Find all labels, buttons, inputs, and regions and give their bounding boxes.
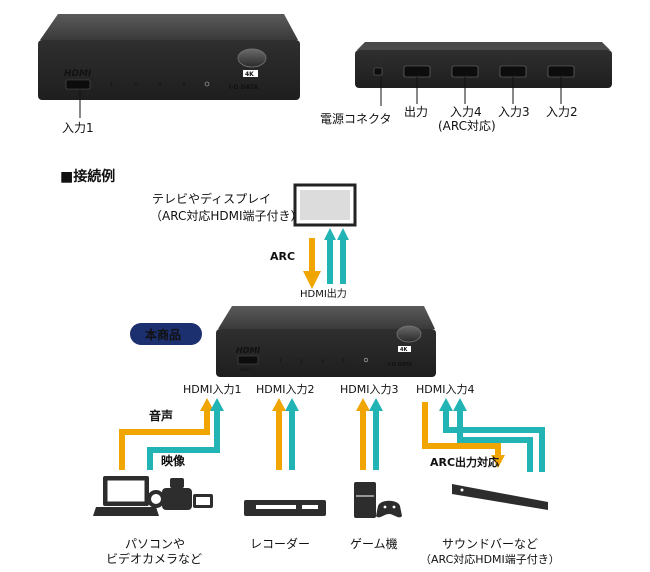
hdmi-input4-label: HDMI入力4: [416, 383, 474, 396]
front-port-number: 2: [134, 82, 137, 88]
arc-output-label: ARC出力対応: [430, 455, 499, 469]
front-port-number: 4: [182, 82, 185, 88]
label-input4-note: (ARC対応): [438, 119, 496, 133]
device-label-soundbar-line2: （ARC対応HDMI端子付き）: [420, 552, 560, 566]
tv-display: [293, 183, 357, 227]
device-label-pc-line2: ビデオカメラなど: [106, 551, 202, 566]
product-4k-badge: 4K: [400, 347, 408, 353]
hdmi-input3-label: HDMI入力3: [340, 383, 398, 396]
product-badge: 本商品: [145, 327, 181, 342]
front-view-device: HDMI 1 2 3 4 4K I·O DATA 入力1: [38, 14, 300, 135]
input2-arrows: [272, 398, 299, 470]
product-hdmi-port: [237, 355, 259, 365]
product-port-number: 1: [279, 358, 282, 364]
rear-view-device: 電源コネクタ 出力 入力4 (ARC対応) 入力3 入力2: [320, 42, 612, 133]
product-device: HDMI INPUT 1 1 2 3 4 4K I·O DATA: [216, 306, 436, 377]
front-hdmi-port: [65, 79, 91, 90]
hdmi-output-label: HDMI出力: [300, 287, 347, 300]
device-label-pc-line1: パソコンや: [125, 537, 185, 551]
rear-port-input3: [499, 65, 527, 78]
front-4k-badge-bg: [243, 70, 258, 77]
front-hdmi-logo: HDMI: [64, 69, 92, 79]
section-heading: ■接続例: [60, 168, 115, 185]
hdmi-out-arrowhead: [324, 228, 336, 240]
video-camera-icon: [147, 478, 213, 510]
label-power-connector: 電源コネクタ: [320, 112, 392, 126]
input1-arrows: [119, 398, 224, 470]
game-console-icon: [354, 482, 402, 518]
product-port-number: 3: [321, 358, 324, 364]
product-power-led: [363, 357, 369, 363]
rear-port-input2: [547, 65, 575, 78]
product-hdmi-logo: HDMI: [236, 346, 260, 355]
audio-label: 音声: [149, 408, 173, 423]
label-input2: 入力2: [546, 105, 578, 119]
input3-arrows: [356, 398, 383, 470]
power-connector: [373, 67, 383, 76]
label-input4: 入力4: [450, 105, 482, 119]
front-selector-button: [237, 48, 267, 68]
hdmi-out-arrowhead: [337, 228, 349, 240]
soundbar-icon: [452, 484, 548, 510]
input4-arrows: [422, 398, 545, 472]
arc-label: ARC: [270, 250, 295, 263]
laptop-icon: [93, 476, 159, 516]
device-label-recorder: レコーダー: [250, 536, 310, 551]
hdmi-input1-label: HDMI入力1: [183, 383, 241, 396]
device-label-game: ゲーム機: [350, 536, 398, 551]
rear-port-input4: [451, 65, 479, 78]
recorder-icon: [244, 500, 326, 516]
front-brand: I·O DATA: [229, 84, 258, 91]
product-selector-button: [396, 325, 422, 343]
product-brand: I·O DATA: [388, 362, 412, 368]
front-power-led: [204, 81, 210, 87]
product-port-number: 2: [300, 358, 303, 364]
front-port-number: 3: [158, 82, 161, 88]
front-4k-badge: 4K: [245, 71, 254, 78]
product-input-label: INPUT 1: [240, 368, 254, 372]
product-badge-bg: [130, 323, 202, 345]
tv-label-line1: テレビやディスプレイ: [152, 191, 271, 206]
front-port-number: 1: [110, 82, 113, 88]
tv-label-line2: （ARC対応HDMI端子付き）: [150, 209, 303, 223]
product-port-number: 4: [342, 358, 345, 364]
video-label: 映像: [161, 453, 186, 468]
label-output: 出力: [404, 105, 428, 119]
hdmi-input2-label: HDMI入力2: [256, 383, 314, 396]
device-label-soundbar-line1: サウンドバーなど: [442, 537, 538, 551]
callout-input1: 入力1: [62, 121, 94, 135]
rear-port-output: [403, 65, 431, 78]
label-input3: 入力3: [498, 105, 530, 119]
